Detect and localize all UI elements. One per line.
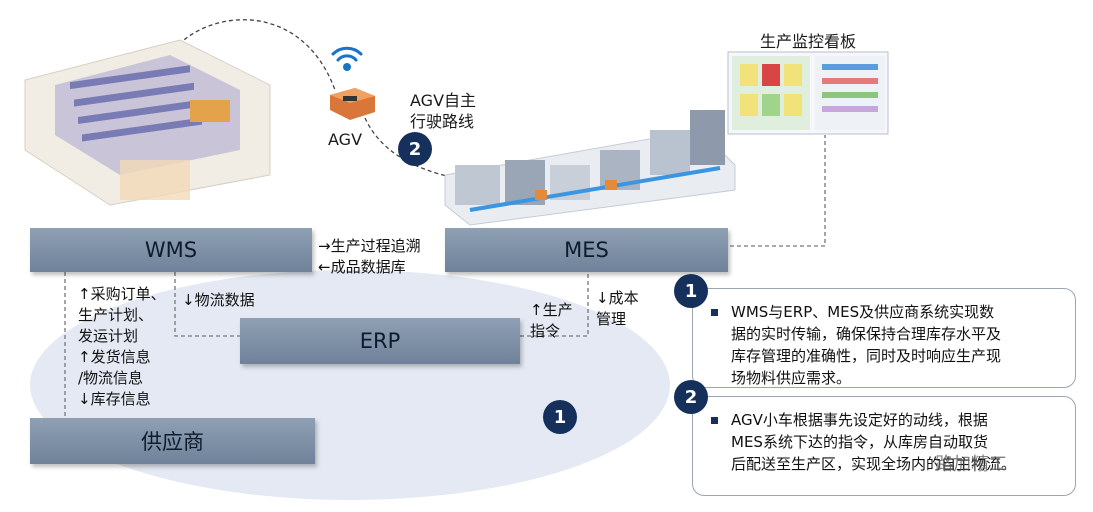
production-line-illustration bbox=[444, 110, 736, 226]
dashboard-title: 生产监控看板 bbox=[760, 32, 857, 51]
callout-two-text: AGV小车根据事先设定好的动线，根据 MES系统下达的指令，从库房自动取货 后配… bbox=[731, 411, 1017, 473]
watermark-text: 路加精工 bbox=[935, 454, 1007, 475]
supplier-wms-flow-label: ↑采购订单、 生产计划、 发运计划 ↑发货信息 /物流信息 ↓库存信息 bbox=[78, 285, 166, 408]
callout-one: WMS与ERP、MES及供应商系统实现数 据的实时传输，确保保持合理库存水平及 … bbox=[692, 288, 1076, 388]
supplier-box: 供应商 bbox=[30, 418, 315, 464]
callout-one-badge: 1 bbox=[674, 274, 708, 308]
callout-two: AGV小车根据事先设定好的动线，根据 MES系统下达的指令，从库房自动取货 后配… bbox=[692, 396, 1076, 496]
erp-mes-up-flow-label: ↑生产 指令 bbox=[530, 301, 573, 340]
supplier-label: 供应商 bbox=[141, 430, 204, 454]
callout-two-badge: 2 bbox=[674, 380, 708, 414]
wifi-icon bbox=[331, 46, 363, 71]
callout-one-text: WMS与ERP、MES及供应商系统实现数 据的实时传输，确保保持合理库存水平及 … bbox=[731, 303, 1002, 387]
monitoring-dashboard-image bbox=[727, 51, 889, 135]
mes-label: MES bbox=[564, 238, 609, 262]
erp-label: ERP bbox=[359, 329, 401, 353]
warehouse-illustration bbox=[24, 39, 271, 206]
marker-one-ellipse: 1 bbox=[543, 400, 577, 434]
wms-label: WMS bbox=[144, 238, 198, 262]
mes-dashboard-dashed-line bbox=[730, 135, 826, 247]
wms-erp-flow-label: ↓物流数据 bbox=[182, 291, 255, 309]
agv-label: AGV bbox=[328, 130, 363, 149]
warehouse-agv-dashed-curve bbox=[169, 19, 336, 91]
mes-box: MES bbox=[445, 228, 728, 272]
wms-box: WMS bbox=[30, 228, 312, 272]
agv-vehicle-icon bbox=[330, 88, 375, 120]
marker-two-agv: 2 bbox=[398, 132, 432, 166]
wms-mes-flow-label: →生产过程追溯 ←成品数据库 bbox=[318, 237, 421, 276]
callout-two-bullet bbox=[711, 417, 718, 424]
erp-box: ERP bbox=[240, 318, 520, 364]
wms-erp-dashed-line bbox=[174, 272, 240, 337]
callout-one-bullet bbox=[711, 309, 718, 316]
agv-route-label: AGV自主 行驶路线 bbox=[410, 91, 477, 131]
erp-mes-down-flow-label: ↓成本 管理 bbox=[596, 289, 639, 328]
erp-mes-dashed-line bbox=[520, 272, 589, 337]
